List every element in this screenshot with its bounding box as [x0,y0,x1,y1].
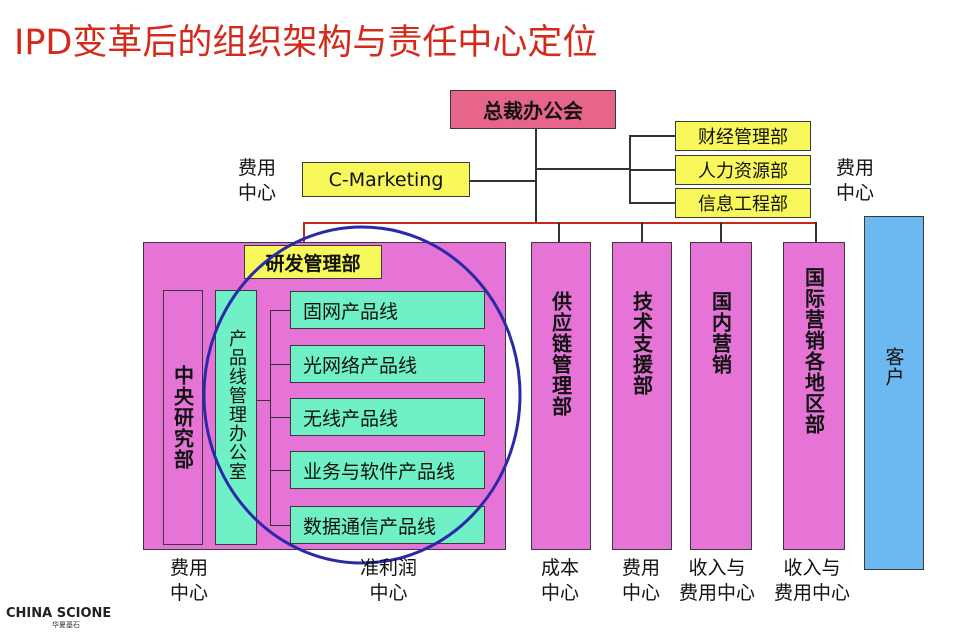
product-line-label: 光网络产品线 [303,354,418,377]
product-line-label: 无线产品线 [303,407,399,430]
product-line-wireless: 无线产品线 [290,398,485,436]
highlight-ellipse [202,225,522,565]
connector-line [535,168,630,170]
product-line-optical: 光网络产品线 [290,345,485,383]
domestic-marketing-box: 国内营销 [690,242,752,550]
hr-dept-box: 人力资源部 [675,155,811,185]
product-line-label: 固网产品线 [303,300,399,323]
hr-dept-label: 人力资源部 [698,161,788,182]
intl-marketing-box: 国际营销各地区部 [783,242,845,550]
tech-support-box: 技术支援部 [612,242,672,550]
supply-chain-box: 供应链管理部 [531,242,591,550]
supply-chain-label: 供应链管理部 [548,291,573,417]
connector-line [470,180,536,182]
product-line-label: 业务与软件产品线 [303,460,456,483]
cmarketing-label: C-Marketing [328,168,444,191]
tree-line [257,400,271,401]
cmarketing-box: C-Marketing [302,162,470,197]
branch-line [303,222,305,242]
ceo-office-label: 总裁办公会 [483,99,583,123]
connector-line [629,169,676,171]
product-line-datacom: 数据通信产品线 [290,506,485,544]
finance-dept-box: 财经管理部 [675,121,811,151]
it-dept-label: 信息工程部 [698,194,788,215]
cost-center-left-label: 费用中心 [238,157,277,204]
page-title: IPD变革后的组织架构与责任中心定位 [14,23,598,63]
pl-office-box: 产品线管理办公室 [215,290,257,545]
central-research-box: 中央研究部 [163,290,203,545]
company-logo-subtext: 华夏基石 [52,621,80,629]
bottom-label-supply-chain: 成本中心 [541,557,580,604]
rd-mgmt-label: 研发管理部 [265,252,361,275]
customer-box: 客户 [864,216,924,570]
bottom-label-domestic: 收入与费用中心 [679,557,756,604]
product-line-label: 数据通信产品线 [303,515,437,538]
connector-line [815,222,817,242]
pl-office-label: 产品线管理办公室 [226,329,247,481]
bottom-label-product-lines: 准利润中心 [360,557,418,604]
tree-line [270,470,290,471]
tree-line [270,310,290,311]
connector-line [535,128,537,223]
tree-line [270,525,290,526]
it-dept-box: 信息工程部 [675,188,811,218]
finance-dept-label: 财经管理部 [698,127,788,148]
tech-support-label: 技术支援部 [629,291,654,396]
central-research-label: 中央研究部 [170,365,195,470]
connector-line [629,135,676,137]
intl-marketing-label: 国际营销各地区部 [801,267,826,435]
connector-line [641,222,643,242]
cost-center-right-label: 费用中心 [836,157,875,204]
ceo-office-box: 总裁办公会 [450,90,616,129]
customer-label: 客户 [882,347,905,387]
product-line-software: 业务与软件产品线 [290,451,485,489]
product-line-fixed: 固网产品线 [290,291,485,329]
company-logo: CHINA SCIONE [6,606,112,621]
connector-line [629,202,676,204]
bottom-label-central-research: 费用中心 [170,557,209,604]
tree-line [270,417,290,418]
bottom-label-tech-support: 费用中心 [622,557,661,604]
connector-line [720,222,722,242]
bottom-label-international: 收入与费用中心 [774,557,851,604]
tree-line [270,364,290,365]
connector-line [558,222,560,242]
domestic-marketing-label: 国内营销 [708,291,733,375]
